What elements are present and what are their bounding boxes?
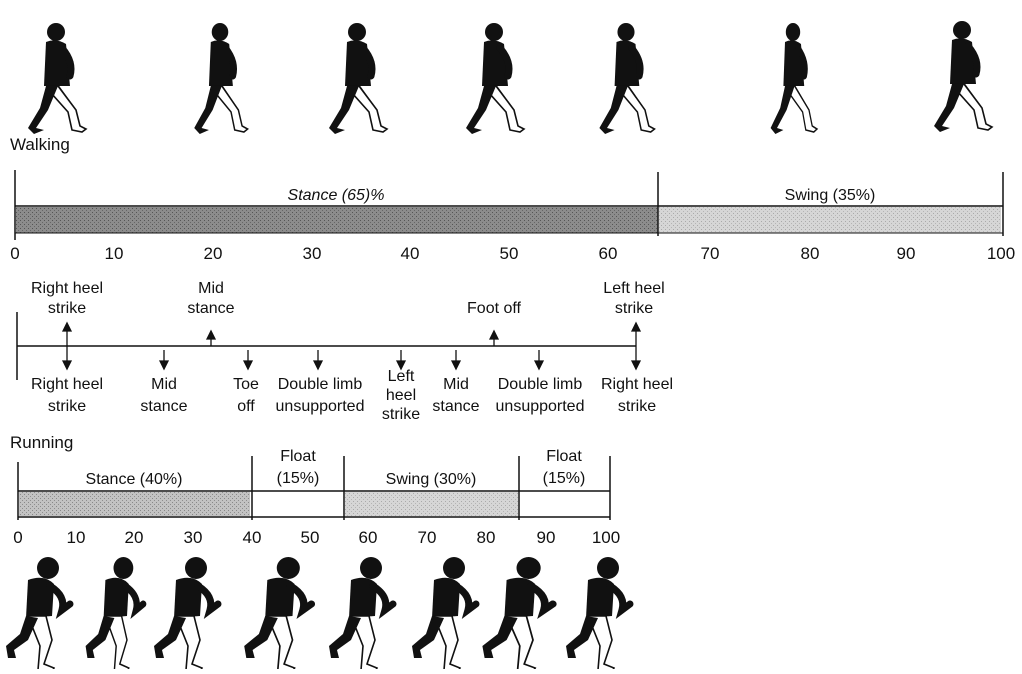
running-stance-segment [19, 492, 250, 516]
running-title: Running [10, 433, 73, 452]
running-figure [566, 557, 630, 669]
event-above-label: Right heel [31, 280, 103, 297]
walking-swing-segment [659, 207, 1001, 233]
walking-tick: 20 [204, 244, 223, 263]
walking-figure [934, 21, 992, 132]
event-arrow-down-head [533, 360, 545, 371]
event-arrow-up-head [205, 329, 217, 340]
walking-figure [194, 23, 247, 134]
running-figure [412, 557, 476, 669]
walking-tick: 0 [10, 244, 19, 263]
running-tick: 60 [359, 528, 378, 547]
running-bar: Stance (40%) Float (15%) Swing (30%) Flo… [17, 448, 611, 520]
event-below-label: strike [48, 398, 86, 415]
walking-tick: 70 [701, 244, 720, 263]
event-arrow-down-head [158, 360, 170, 371]
running-tick: 80 [477, 528, 496, 547]
running-tick: 100 [592, 528, 620, 547]
event-below-label: strike [382, 406, 420, 423]
event-below-label: Double limb [498, 376, 583, 393]
event-arrow-up-head [61, 321, 73, 332]
running-axis: 0 10 20 30 40 50 60 70 80 90 100 [13, 528, 620, 547]
running-tick: 10 [67, 528, 86, 547]
running-figure [482, 557, 552, 669]
event-above-label: Foot off [467, 300, 522, 317]
running-figure [329, 557, 393, 669]
walking-figure [599, 23, 654, 134]
running-swing-label: Swing (30%) [386, 471, 477, 488]
running-float-label: Float [546, 448, 582, 465]
walking-tick: 50 [500, 244, 519, 263]
event-arrow-up-head [630, 321, 642, 332]
running-tick: 90 [537, 528, 556, 547]
running-figures [6, 557, 630, 669]
walking-figure [466, 23, 524, 134]
events-timeline: Right heel strike Mid stance Foot off Le… [16, 280, 673, 423]
event-arrow-down-head [61, 360, 73, 371]
running-float-pct: (15%) [543, 470, 586, 487]
walking-tick: 30 [303, 244, 322, 263]
walking-bar: Stance (65)% Swing (35%) [14, 170, 1004, 240]
event-above-label: stance [187, 300, 234, 317]
event-below-label: strike [618, 398, 656, 415]
running-tick: 70 [418, 528, 437, 547]
walking-figure [28, 23, 86, 134]
event-below-label: unsupported [276, 398, 365, 415]
walking-swing-label: Swing (35%) [785, 187, 876, 204]
event-below-label: heel [386, 387, 416, 404]
event-arrow-down-head [630, 360, 642, 371]
running-tick: 50 [301, 528, 320, 547]
walking-figures [28, 21, 992, 134]
event-above-label: strike [48, 300, 86, 317]
running-tick: 0 [13, 528, 22, 547]
event-below-label: Toe [233, 376, 259, 393]
walking-figure [329, 23, 387, 134]
walking-tick: 90 [897, 244, 916, 263]
event-arrow-down-head [242, 360, 254, 371]
running-tick: 30 [184, 528, 203, 547]
event-below-label: Double limb [278, 376, 363, 393]
running-tick: 20 [125, 528, 144, 547]
walking-stance-segment [16, 207, 658, 233]
walking-tick: 40 [401, 244, 420, 263]
walking-figure [771, 23, 817, 134]
event-below-label: Right heel [31, 376, 103, 393]
walking-tick: 80 [801, 244, 820, 263]
running-float-label: Float [280, 448, 316, 465]
running-stance-label: Stance (40%) [86, 471, 183, 488]
event-arrow-down-head [312, 360, 324, 371]
running-float-pct: (15%) [277, 470, 320, 487]
running-figure [86, 557, 144, 669]
event-below-label: Mid [443, 376, 469, 393]
event-below-label: unsupported [496, 398, 585, 415]
running-tick: 40 [243, 528, 262, 547]
event-arrow-down-head [450, 360, 462, 371]
event-below-label: Left [388, 368, 415, 385]
walking-tick: 100 [987, 244, 1015, 263]
walking-stance-label: Stance (65)% [288, 187, 385, 204]
event-below-label: off [237, 398, 255, 415]
running-figure [154, 557, 218, 669]
event-arrow-up-head [488, 329, 500, 340]
event-below-label: Right heel [601, 376, 673, 393]
walking-tick: 10 [105, 244, 124, 263]
walking-axis: 0 10 20 30 40 50 60 70 80 90 100 [10, 244, 1015, 263]
running-figure [6, 557, 70, 669]
event-arrow-down-head [395, 360, 407, 371]
event-below-label: Mid [151, 376, 177, 393]
event-below-label: stance [432, 398, 479, 415]
event-above-label: Mid [198, 280, 224, 297]
running-swing-segment [345, 492, 518, 516]
event-below-label: stance [140, 398, 187, 415]
walking-tick: 60 [599, 244, 618, 263]
walking-title: Walking [10, 135, 70, 154]
event-above-label: Left heel [603, 280, 664, 297]
event-above-label: strike [615, 300, 653, 317]
running-figure [244, 557, 311, 669]
